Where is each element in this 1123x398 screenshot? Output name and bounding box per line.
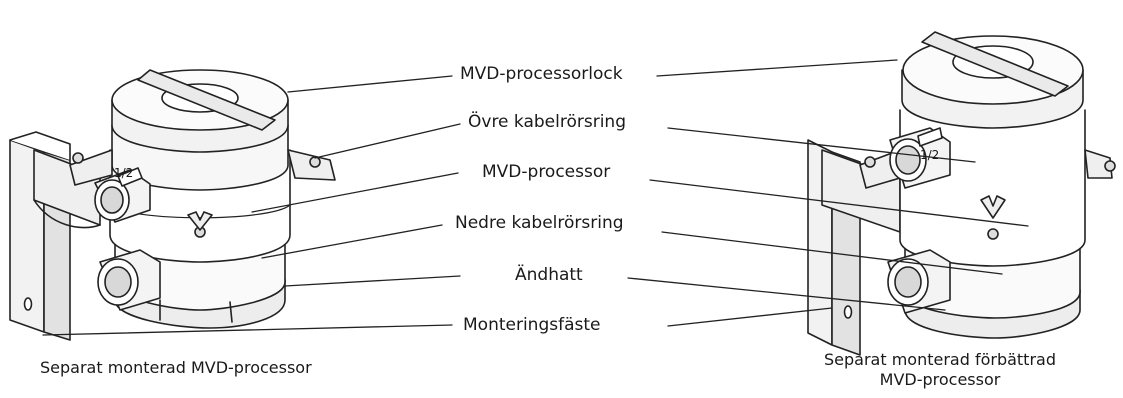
- label-cover: MVD-processorlock: [460, 64, 623, 84]
- left-processor-assembly: [9, 69, 336, 341]
- right-cover: [901, 31, 1084, 129]
- leader-upper-ring-left: [314, 123, 461, 159]
- leader-end-cap-left: [284, 275, 461, 287]
- right-upper-conduit-entry: [889, 127, 951, 189]
- leader-lines: [42, 59, 1029, 336]
- label-end-cap: Ändhatt: [515, 265, 583, 285]
- leader-cover-left: [287, 75, 453, 93]
- caption-right-line1: Separat monterad förbättrad: [823, 350, 1056, 369]
- left-cover: [111, 69, 289, 153]
- label-upper-conduit-ring: Övre kabelrörsring: [468, 112, 626, 132]
- left-lower-conduit-entry: [97, 249, 161, 311]
- leader-bracket-right: [667, 307, 833, 327]
- caption-left: Separat monterad MVD-processor: [40, 358, 400, 378]
- leader-end-cap-right: [627, 277, 946, 311]
- label-processor: MVD-processor: [482, 162, 611, 182]
- left-upper-conduit-entry: [94, 167, 151, 223]
- left-conduit-marking: 1/2: [114, 166, 134, 180]
- leader-upper-ring-right: [667, 127, 976, 163]
- right-conduit-marking: 1/2: [920, 148, 940, 162]
- caption-left-text: Separat monterad MVD-processor: [40, 358, 312, 377]
- leader-lower-ring-right: [661, 231, 1003, 275]
- leader-lower-ring-left: [261, 224, 443, 259]
- right-processor-assembly: [807, 31, 1116, 356]
- leader-cover-right: [656, 59, 898, 77]
- caption-right-line2: MVD-processor: [879, 370, 1001, 389]
- label-lower-conduit-ring: Nedre kabelrörsring: [455, 213, 624, 233]
- label-mounting-bracket: Monteringsfäste: [463, 315, 601, 335]
- leader-processor-right: [649, 179, 1029, 227]
- leader-processor-left: [251, 172, 459, 213]
- caption-right: Separat monterad förbättrad MVD-processo…: [790, 350, 1090, 390]
- leader-bracket-left: [42, 324, 453, 336]
